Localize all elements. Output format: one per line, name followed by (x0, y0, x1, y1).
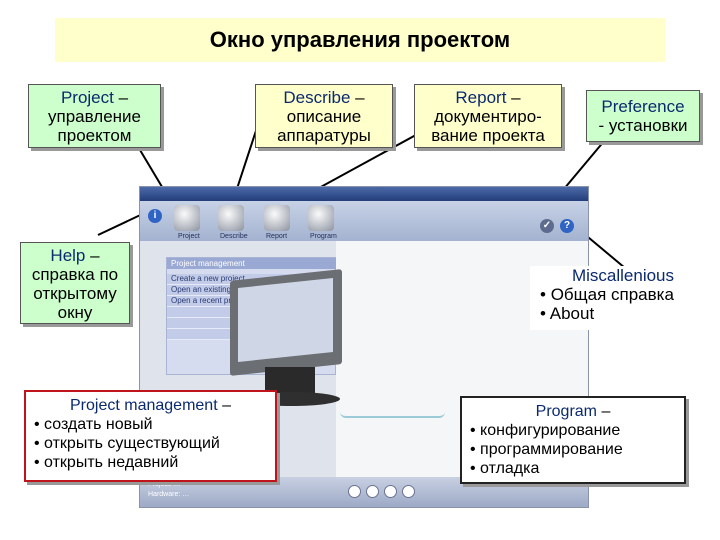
pm-item-2: открыть существующий (34, 434, 267, 453)
describe-line-1: описание (286, 107, 362, 126)
program-item-3: отладка (470, 459, 676, 478)
describe-dash: – (350, 88, 365, 107)
callout-help: Help – справка по открытому окну (20, 242, 130, 324)
app-toolbar: i Project Describe Report Program ✓ ? (140, 201, 588, 241)
panel-title: Project management (167, 258, 337, 269)
report-line-2: вание проекта (431, 126, 545, 145)
pm-dash: – (217, 397, 231, 414)
project-dash: – (113, 88, 129, 107)
report-line-1: документиро- (434, 107, 542, 126)
page-title: Окно управления проектом (55, 18, 665, 62)
describe-head: Describe (283, 88, 351, 107)
help-line-2: открытому (33, 284, 117, 303)
program-dash: – (597, 403, 611, 420)
help-line-1: справка по (31, 265, 119, 284)
toolbar-label-describe: Describe (220, 233, 248, 240)
misc-item-1: • Общая справка (540, 285, 674, 304)
project-tool-icon[interactable] (174, 205, 200, 231)
describe-tool-icon[interactable] (218, 205, 244, 231)
callout-program: Program – конфигурирование программирова… (460, 396, 686, 484)
status-line-1: Project: … (148, 481, 181, 488)
help-dash: – (85, 246, 100, 265)
misc-head: Miscallenious (571, 266, 675, 285)
monitor-screen (238, 278, 333, 362)
project-head: Project (60, 88, 114, 107)
callout-misc: Miscallenious • Общая справка • About (530, 266, 706, 330)
misc-item-2: • About (540, 304, 595, 323)
help-icon[interactable]: ? (560, 219, 574, 233)
pm-item-3: открыть недавний (34, 453, 267, 472)
callout-describe: Describe – описание аппаратуры (255, 84, 393, 148)
play-icon[interactable] (366, 485, 379, 498)
pm-item-1: создать новый (34, 415, 267, 434)
status-line-2: Hardware: … (148, 491, 190, 498)
project-line-1: управление (48, 107, 141, 126)
program-item-1: конфигурирование (470, 421, 676, 440)
describe-line-2: аппаратуры (277, 126, 371, 145)
program-tool-icon[interactable] (308, 205, 334, 231)
toolbar-label-report: Report (266, 233, 288, 240)
report-dash: – (506, 88, 521, 107)
report-tool-icon[interactable] (264, 205, 290, 231)
preference-line-1: - установки (598, 116, 688, 135)
preference-icon[interactable]: ✓ (540, 219, 554, 233)
preference-head: Preference (601, 97, 685, 116)
forward-icon[interactable] (384, 485, 397, 498)
callout-project: Project – управление проектом (28, 84, 161, 148)
callout-report: Report – документиро- вание проекта (414, 84, 562, 148)
rewind-icon[interactable] (348, 485, 361, 498)
info-icon[interactable]: i (148, 209, 162, 223)
program-item-2: программирование (470, 440, 676, 459)
stop-icon[interactable] (402, 485, 415, 498)
report-head: Report (455, 88, 507, 107)
cable-illustration (340, 412, 445, 418)
app-titlebar (140, 187, 588, 201)
program-head: Program (535, 403, 597, 420)
pm-head: Project management (70, 397, 218, 414)
toolbar-label-program: Program (310, 233, 337, 240)
help-head: Help (50, 246, 86, 265)
callout-project-management: Project management – создать новый откры… (24, 390, 277, 482)
help-line-3: окну (57, 303, 93, 322)
callout-preference: Preference - установки (586, 90, 700, 142)
project-line-2: проектом (57, 126, 132, 145)
toolbar-label-project: Project (178, 233, 200, 240)
